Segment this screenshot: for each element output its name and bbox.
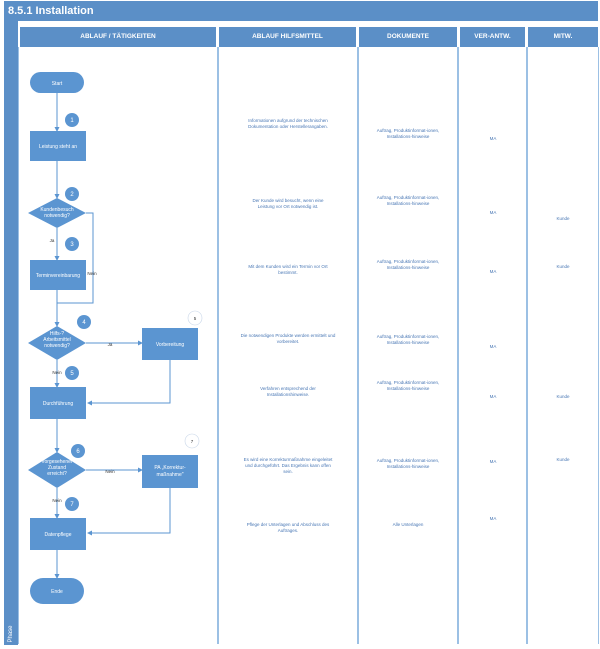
hilfsmittel-text: Pflege der Unterlagen und Abschluss des … xyxy=(246,522,330,533)
verantw-text: MA xyxy=(489,136,497,141)
edge-label-ja: Ja xyxy=(108,342,113,347)
process-durchfuehrung-label: Durchführung xyxy=(43,401,74,407)
step-number-badge xyxy=(77,315,91,329)
column-header-verantw: VER-ANTW. xyxy=(460,27,525,47)
dokumente-text: Auftrag, Produktinformat-ionen, Installa… xyxy=(376,259,440,270)
connector xyxy=(87,488,171,536)
column-header-ablauf: ABLAUF / TÄTIGKEITEN xyxy=(20,27,216,47)
start-terminator xyxy=(30,72,84,93)
verantw-text: MA xyxy=(489,344,497,349)
step-number: 5 xyxy=(70,371,74,377)
verantw-text: MA xyxy=(489,210,497,215)
decision-hilfsmittel xyxy=(28,326,86,360)
process-korrektur-line2: maßnahme" xyxy=(156,472,183,478)
step-number: 1 xyxy=(70,118,74,124)
connector xyxy=(87,360,171,406)
dokumente-text: Alle Unterlagen xyxy=(392,522,424,527)
step-number: 3 xyxy=(70,242,74,248)
verantw-text: MA xyxy=(489,269,497,274)
mitw-text: Kunde xyxy=(556,394,570,399)
decision-kundenbesuch xyxy=(28,198,86,228)
mitw-text: Kunde xyxy=(556,264,570,269)
process-terminvereinbarung xyxy=(30,260,86,290)
edge-label-nein: Nein xyxy=(52,498,62,503)
connector-nein xyxy=(57,212,94,304)
mitw-text: Kunde xyxy=(556,216,570,221)
decision-zustand-line2: Zustand xyxy=(48,465,66,471)
end-terminator xyxy=(30,578,84,604)
process-vorbereitung xyxy=(142,328,198,360)
column-dokumente xyxy=(358,47,458,644)
column-header-mitw: MITW. xyxy=(528,27,598,47)
dokumente-text: Auftrag, Produktinformat-ionen, Installa… xyxy=(376,195,440,206)
process-datenpflege xyxy=(30,518,86,550)
column-verantw xyxy=(458,47,527,644)
hilfsmittel-text: Es wird eine Korrekturmaßnahme eingeleit… xyxy=(243,457,333,474)
step-number: 7 xyxy=(70,502,74,508)
decision-kundenbesuch-line2: notwendig? xyxy=(44,213,70,219)
decision-hilfsmittel-line1: Hilfs-? xyxy=(50,331,64,337)
hilfsmittel-text: Verfahren entsprechend der Installations… xyxy=(260,386,316,397)
start-label: Start xyxy=(52,81,63,87)
dokumente-text: Auftrag, Produktinformat-ionen, Installa… xyxy=(376,380,440,391)
step-number: 5 xyxy=(194,316,197,321)
mitw-text: Kunde xyxy=(556,457,570,462)
step-number-badge xyxy=(65,497,79,511)
decision-hilfsmittel-line2: Arbeitsmittel xyxy=(43,337,71,343)
hilfsmittel-text: Mit dem Kunden wird ein Termin vor Ort b… xyxy=(248,264,328,275)
decision-hilfsmittel-line3: notwendig? xyxy=(44,343,70,349)
dokumente-text: Auftrag, Produktinformat-ionen, Installa… xyxy=(376,128,440,139)
step-number: 4 xyxy=(82,320,86,326)
process-korrekturmassnahme xyxy=(142,455,198,488)
edge-label-nein: Nein xyxy=(52,370,62,375)
step-number-badge xyxy=(187,310,203,326)
verantw-text: MA xyxy=(489,394,497,399)
edge-label-ja: Ja xyxy=(50,238,55,243)
process-terminvereinbarung-label: Terminvereinbarung xyxy=(36,273,80,279)
hilfsmittel-text: Der Kunde wird besucht, wenn eine Leistu… xyxy=(252,198,324,209)
column-header-dokumente: DOKUMENTE xyxy=(359,27,457,47)
decision-zustand-line3: erreicht? xyxy=(47,471,67,477)
dokumente-text: Auftrag, Produktinformat-ionen, Installa… xyxy=(376,458,440,469)
step-number: 6 xyxy=(76,449,80,455)
edge-label-nein: Nein xyxy=(87,271,97,276)
step-number: 7 xyxy=(191,439,194,444)
phase-strip: Phase xyxy=(4,21,18,645)
column-hilfsmittel xyxy=(218,47,358,644)
dokumente-text: Auftrag, Produktinformat-ionen, Installa… xyxy=(376,334,440,345)
step-number: 2 xyxy=(70,192,74,198)
end-label: Ende xyxy=(51,589,63,595)
hilfsmittel-text: Informationen aufgrund der technischen D… xyxy=(248,118,328,129)
step-number-badge xyxy=(65,113,79,127)
decision-zustand-line1: Vorgesehener xyxy=(41,459,72,465)
process-vorbereitung-label: Vorbereitung xyxy=(156,342,185,348)
step-number-badge xyxy=(65,187,79,201)
column-mitw xyxy=(527,47,599,644)
column-header-hilfsmittel: ABLAUF HILFSMITTEL xyxy=(219,27,356,47)
process-datenpflege-label: Datenpflege xyxy=(45,532,72,538)
edge-label-nein: Nein xyxy=(105,469,115,474)
process-durchfuehrung xyxy=(30,387,86,419)
verantw-text: MA xyxy=(489,516,497,521)
page-title: 8.5.1 Installation xyxy=(4,1,598,21)
decision-kundenbesuch-line1: Kundenbesuch xyxy=(40,207,74,213)
step-number-badge xyxy=(65,366,79,380)
step-number-badge xyxy=(184,433,200,449)
process-leistung xyxy=(30,131,86,161)
verantw-text: MA xyxy=(489,459,497,464)
process-korrektur-line1: PA „Korrektur- xyxy=(154,465,186,471)
step-number-badge xyxy=(65,237,79,251)
step-number-badge xyxy=(71,444,85,458)
hilfsmittel-text: Die notwendigen Produkte werden ermittel… xyxy=(240,333,336,344)
decision-zustand xyxy=(28,452,86,488)
process-leistung-label: Leistung steht an xyxy=(39,144,77,150)
